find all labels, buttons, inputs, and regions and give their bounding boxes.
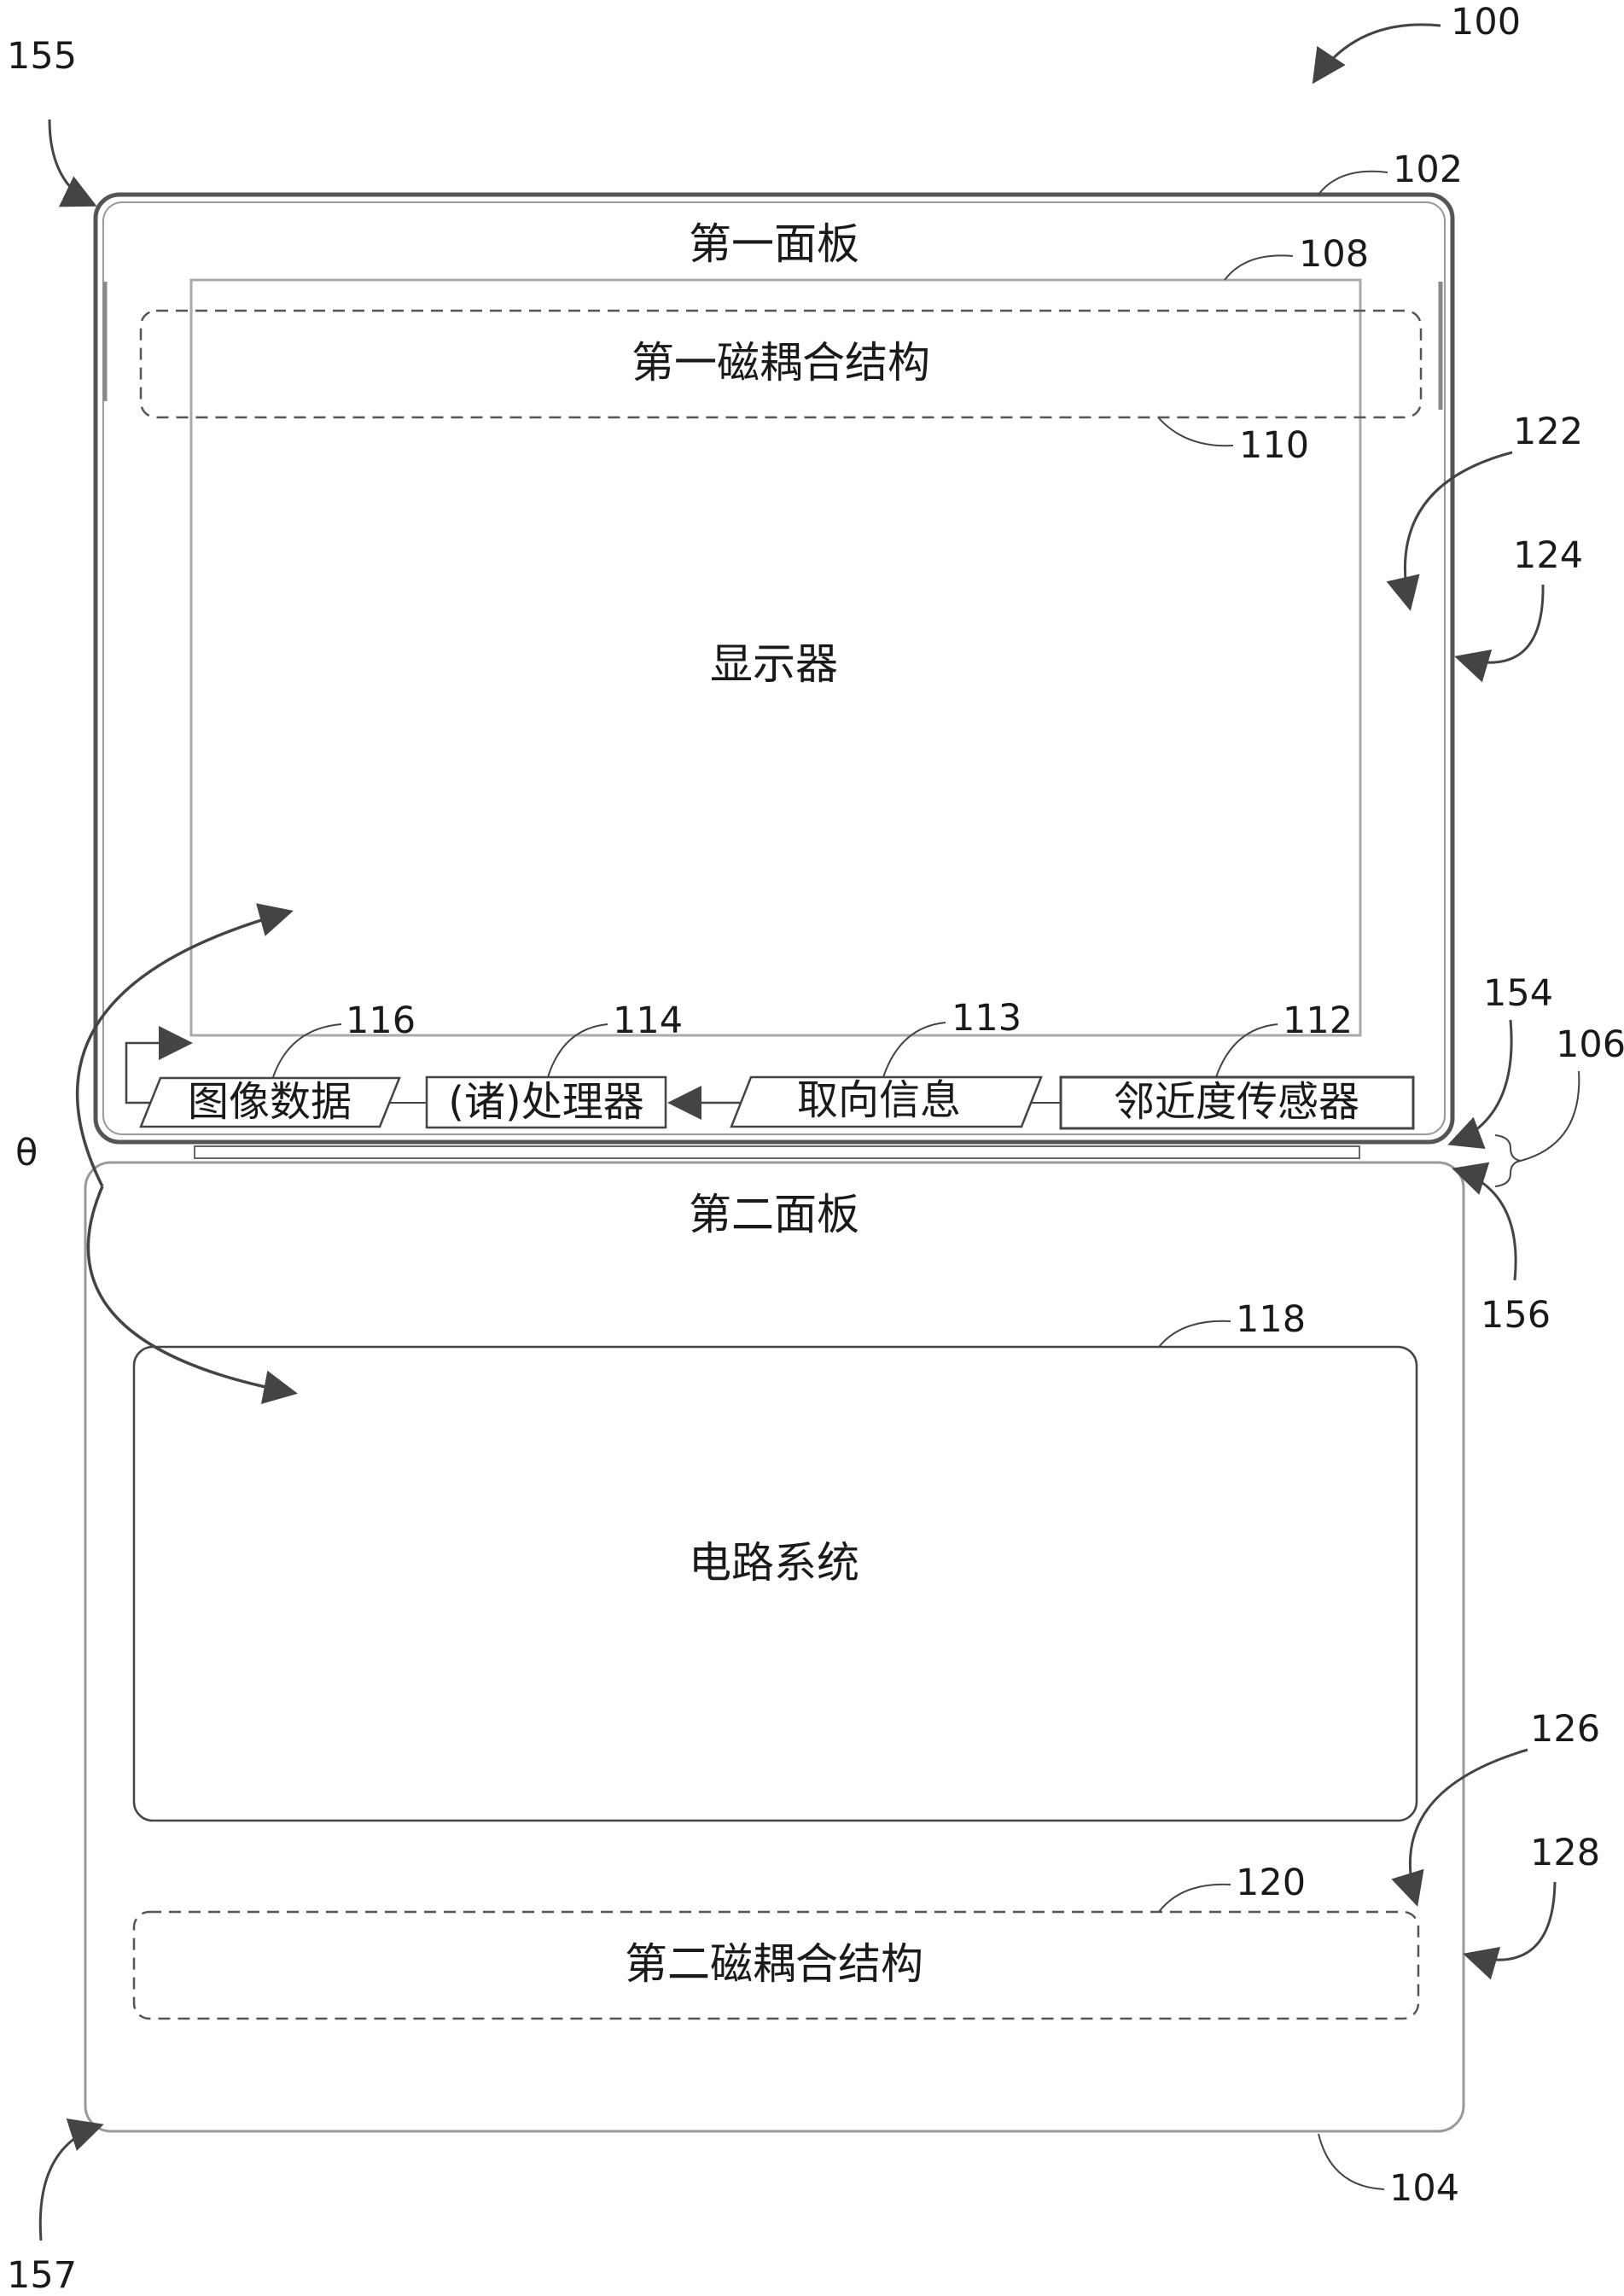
proximity-sensor-label: 邻近度传感器 bbox=[1114, 1078, 1359, 1126]
ref-112: 112 bbox=[1283, 999, 1353, 1042]
first-panel: 第一面板 显示器 第一磁耦合结构 图像数据 (诸)处理器 取向信息 邻近度传感器 bbox=[93, 192, 1455, 1145]
ref-128-leader bbox=[1463, 1881, 1557, 1980]
ref-116: 116 bbox=[346, 999, 416, 1042]
orientation-info-shape bbox=[730, 1075, 1043, 1128]
angle-arc-arrow-lower bbox=[86, 1186, 298, 1405]
first-panel-outer-frame bbox=[93, 192, 1455, 1145]
ref-100-leader bbox=[1312, 23, 1441, 84]
ref-108-leader bbox=[1224, 254, 1294, 281]
circuitry-box bbox=[132, 1345, 1418, 1822]
image-data-shape bbox=[139, 1076, 401, 1128]
second-panel: 第二面板 电路系统 第二磁耦合结构 bbox=[84, 1161, 1465, 2133]
circuitry-label: 电路系统 bbox=[689, 1538, 859, 1588]
ref-157-leader bbox=[38, 2118, 104, 2241]
second-magnetic-coupling-label: 第二磁耦合结构 bbox=[625, 1939, 923, 1989]
second-magnetic-coupling-box bbox=[132, 1910, 1420, 2020]
orientation-info-label: 取向信息 bbox=[797, 1076, 961, 1124]
angle-symbol: θ bbox=[15, 1132, 38, 1174]
first-magnetic-coupling-label: 第一磁耦合结构 bbox=[632, 338, 930, 388]
ref-108: 108 bbox=[1299, 233, 1369, 276]
ref-112-leader bbox=[1215, 1023, 1278, 1078]
ref-124-leader bbox=[1454, 584, 1545, 683]
ref-155: 155 bbox=[7, 35, 77, 78]
ref-120-leader bbox=[1158, 1883, 1231, 1913]
ref-157: 157 bbox=[7, 2254, 77, 2296]
reference-numerals: 100 155 102 108 110 122 124 116 114 113 … bbox=[7, 1, 1624, 2296]
ref-155-leader bbox=[48, 119, 97, 207]
ref-110-leader bbox=[1158, 417, 1234, 447]
second-panel-title: 第二面板 bbox=[689, 1190, 859, 1239]
display-area bbox=[189, 278, 1362, 1037]
ref-126-leader bbox=[1391, 1748, 1528, 1907]
ref-154: 154 bbox=[1483, 972, 1553, 1015]
processor-label: (诸)处理器 bbox=[448, 1078, 643, 1126]
ref-120: 120 bbox=[1236, 1862, 1306, 1904]
ref-110: 110 bbox=[1239, 424, 1309, 467]
ref-122: 122 bbox=[1513, 411, 1583, 453]
ref-118: 118 bbox=[1236, 1298, 1306, 1341]
ref-114-leader bbox=[547, 1023, 608, 1078]
ref-106-leader bbox=[1520, 1070, 1580, 1162]
ref-124: 124 bbox=[1513, 534, 1583, 577]
second-panel-frame bbox=[84, 1161, 1465, 2133]
ref-128: 128 bbox=[1530, 1832, 1600, 1874]
ref-113-leader bbox=[882, 1022, 946, 1078]
first-panel-title: 第一面板 bbox=[689, 219, 859, 269]
ref-156: 156 bbox=[1481, 1294, 1551, 1337]
first-panel-inner-frame bbox=[102, 201, 1446, 1135]
image-data-to-display-arrow bbox=[125, 1026, 193, 1104]
ref-114: 114 bbox=[613, 999, 683, 1042]
ref-106-brace bbox=[1494, 1134, 1522, 1187]
ref-113: 113 bbox=[952, 997, 1022, 1040]
ref-100: 100 bbox=[1451, 1, 1521, 44]
angle-arc-arrow bbox=[75, 903, 294, 1187]
ref-106: 106 bbox=[1556, 1023, 1624, 1066]
ref-102: 102 bbox=[1393, 149, 1463, 191]
ref-102-leader bbox=[1318, 170, 1388, 195]
image-data-label: 图像数据 bbox=[188, 1078, 352, 1126]
ref-126: 126 bbox=[1530, 1708, 1600, 1751]
hinge bbox=[194, 1145, 1360, 1159]
ref-122-leader bbox=[1386, 451, 1513, 611]
ref-116-leader bbox=[272, 1023, 342, 1078]
ref-118-leader bbox=[1158, 1320, 1231, 1348]
ref-104: 104 bbox=[1389, 2167, 1459, 2210]
ref-156-leader bbox=[1452, 1162, 1517, 1281]
ref-154-leader bbox=[1447, 1019, 1513, 1150]
display-label: 显示器 bbox=[710, 639, 838, 689]
ref-104-leader bbox=[1318, 2133, 1385, 2190]
